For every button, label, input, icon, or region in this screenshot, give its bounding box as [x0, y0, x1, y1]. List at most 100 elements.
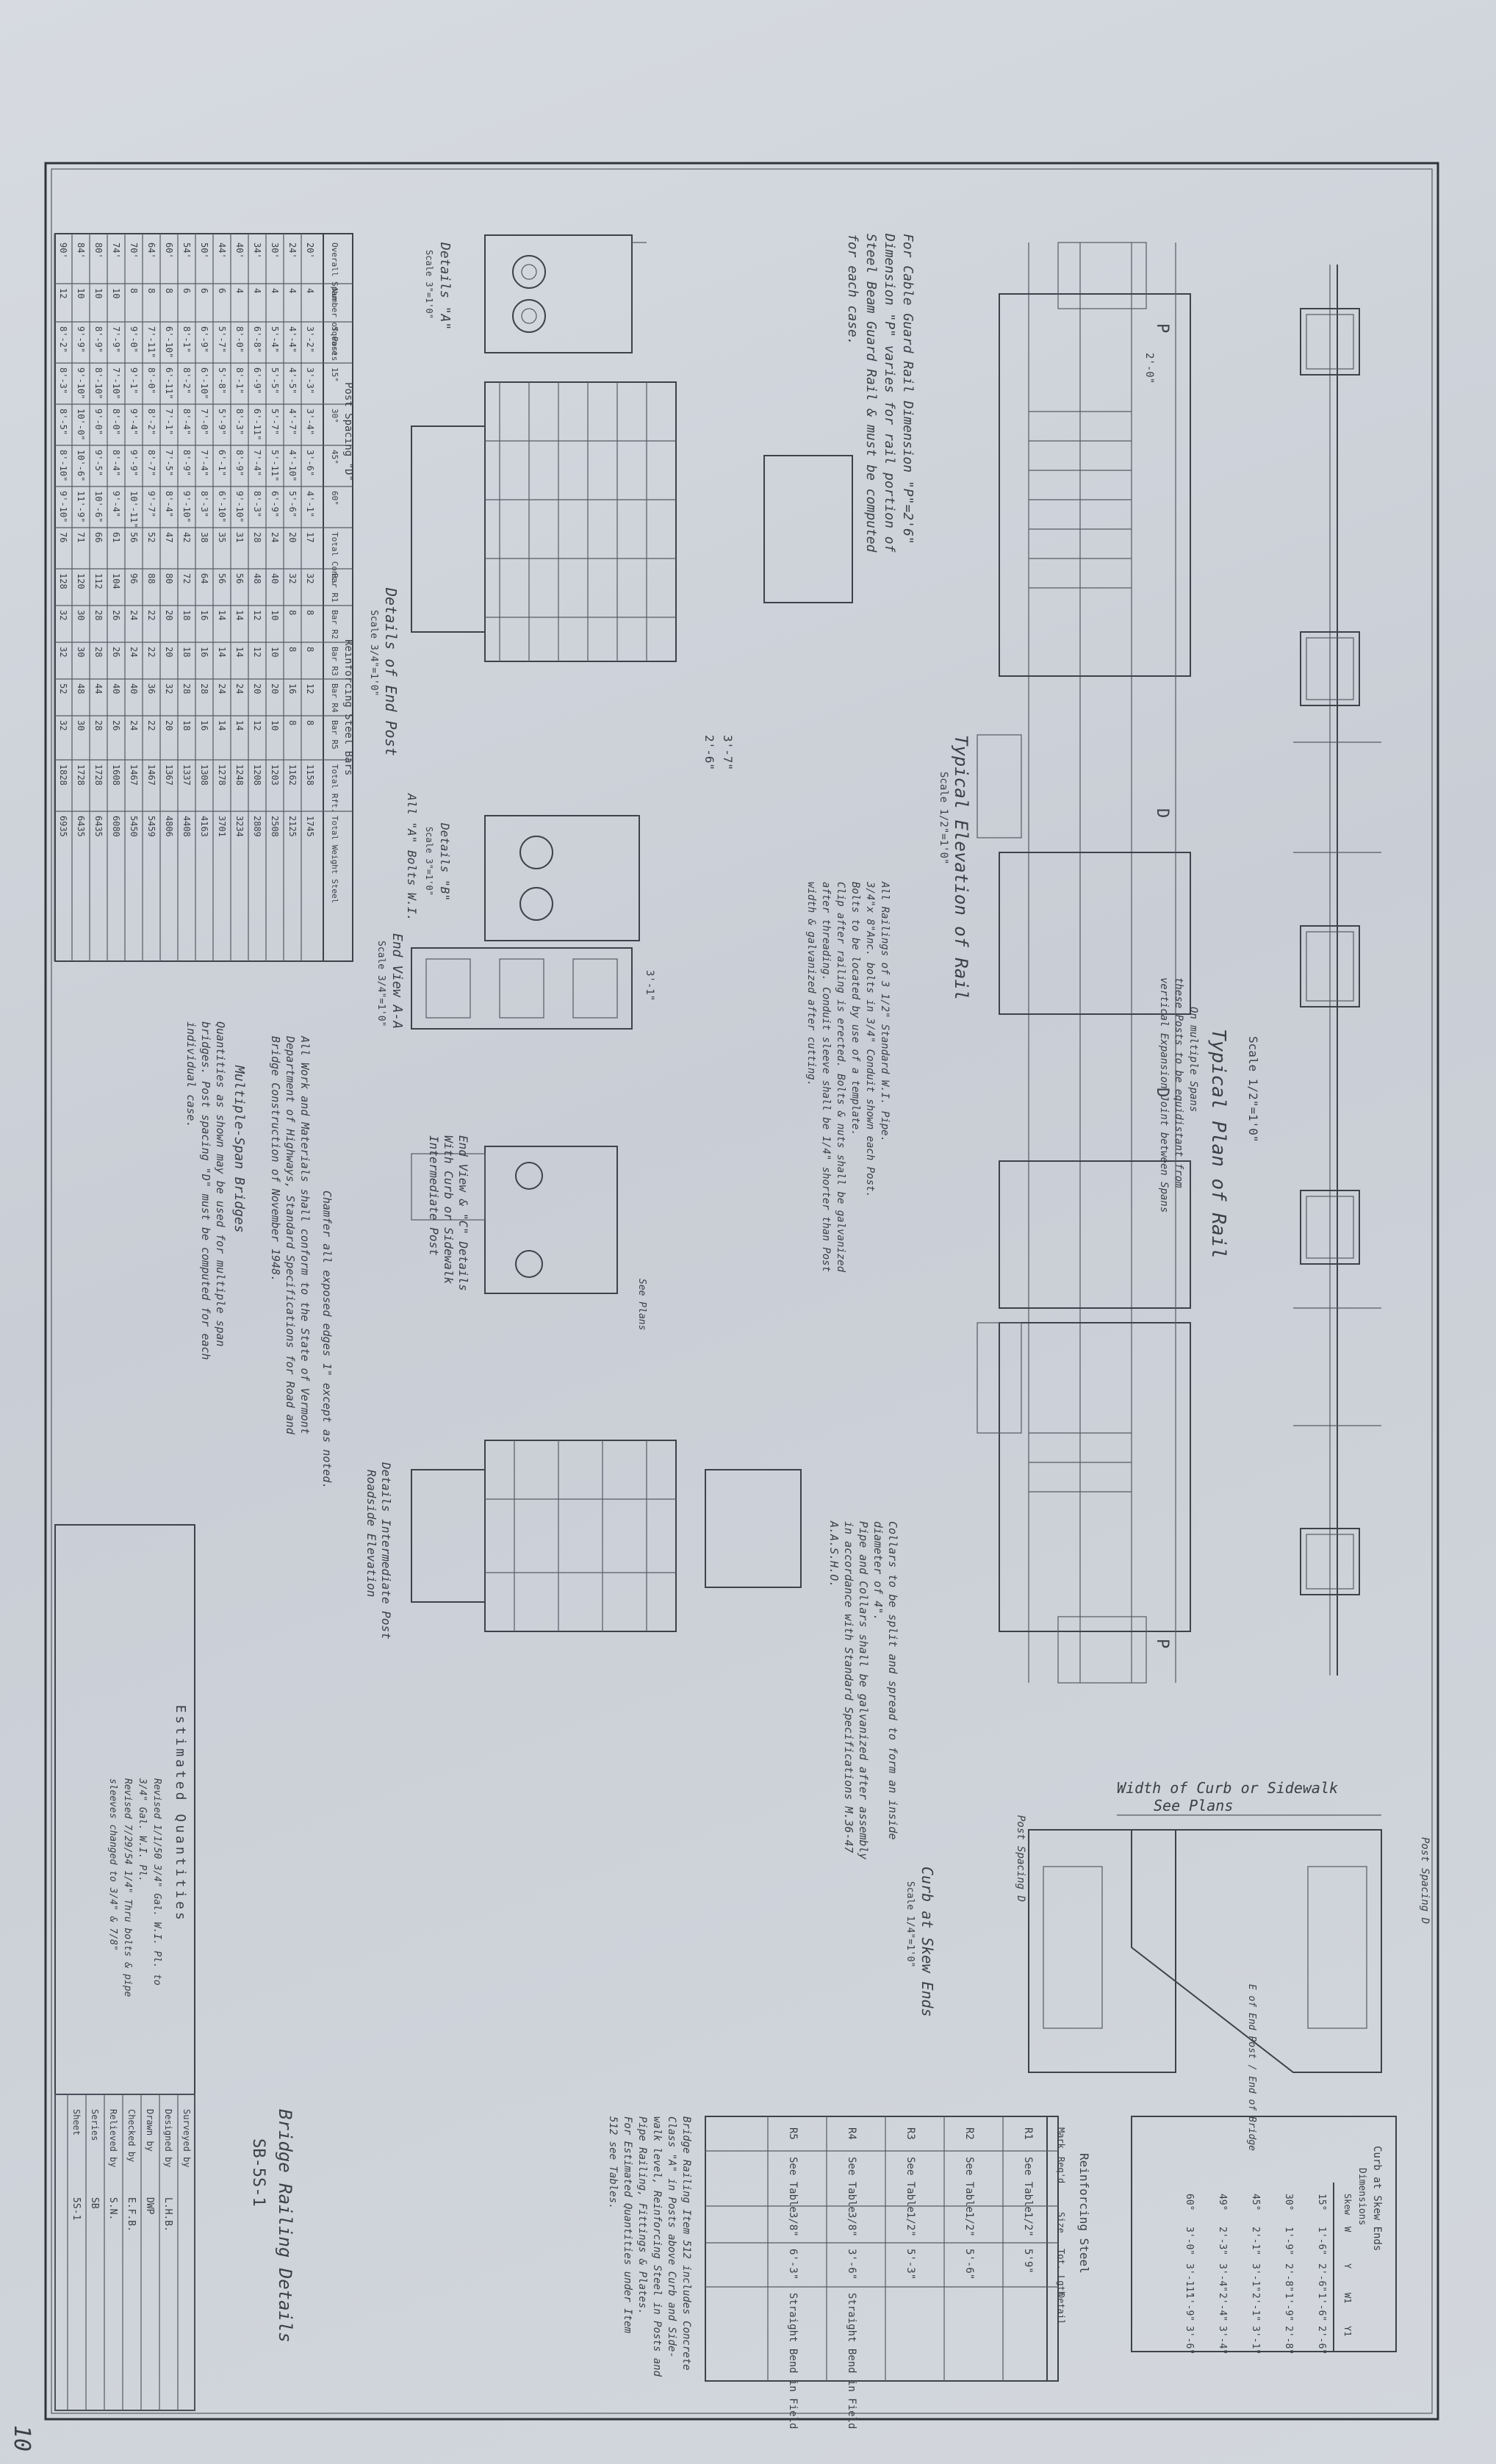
roadside-subtitle: Roadside Elevation	[364, 1470, 378, 1597]
post-table-cell: 1745	[305, 816, 315, 837]
skew-cell: 3'-6"	[1184, 2326, 1195, 2355]
post-table-cell: 1337	[181, 764, 192, 786]
post-table-cell: 8'-4"	[164, 491, 174, 517]
post-table-cell: 30	[76, 720, 86, 730]
curb-skew-detail: Width of Curb or Sidewalk See Plans Curb…	[905, 1779, 1431, 2151]
post-table-cell: 20	[252, 683, 262, 694]
end-view-c-sub2: Intermediate Post	[427, 1135, 441, 1256]
post-table-header: Bar R2	[330, 610, 339, 639]
post-table-cell: 28	[252, 532, 262, 542]
collar-note-4: in accordance with Standard Specificatio…	[842, 1521, 855, 1853]
end-post-dim-26: 2'-6"	[702, 735, 716, 770]
skew-cell: 2'-8"	[1283, 2326, 1294, 2355]
post-table-cell: 10	[93, 288, 104, 298]
post-table-cell: 35	[217, 532, 227, 542]
reinforcing-cell: See Table	[963, 2157, 975, 2213]
collar-note-2: diameter of 4".	[871, 1521, 885, 1620]
post-table-cell: 24	[270, 532, 280, 542]
post-table-cell: 4408	[181, 816, 192, 837]
skew-cell: 45°	[1250, 2194, 1261, 2210]
post-table-cell: 14	[234, 610, 245, 620]
post-table-cell: 9'-10"	[76, 367, 86, 399]
post-table-cell: 12	[252, 720, 262, 730]
post-table-cell: 104	[111, 573, 121, 589]
post-table-cell: 47	[164, 532, 174, 542]
expansion-note-3: vertical Expansion Joint between Spans	[1158, 977, 1170, 1213]
post-table-cell: 5'-6"	[287, 491, 298, 517]
post-table-cell: 1467	[146, 764, 157, 786]
end-post-detail: Details of End Post Scale 3/4"=1'0" 2'-6…	[368, 381, 853, 921]
dim-d-2: D	[1153, 1088, 1171, 1097]
reinforcing-cell: 1/2"	[1022, 2212, 1034, 2237]
post-table-cell: 112	[93, 573, 104, 589]
post-table-cell: 30	[76, 647, 86, 657]
skew-cell: 2'-6"	[1316, 2263, 1327, 2292]
post-table-cell: 4'-4"	[287, 326, 298, 353]
post-table-cell: 1608	[111, 764, 121, 786]
post-table-group-post: Post Spacing "D"	[342, 382, 354, 481]
chamfer-note: Chamfer all exposed edges 1" except as n…	[320, 1190, 334, 1489]
post-table-cell: 24	[129, 610, 139, 620]
post-table-cell: 26	[111, 647, 121, 657]
post-table-cell: 74'	[111, 243, 121, 259]
reinforcing-cell: 1/2"	[963, 2212, 975, 2237]
post-table-cell: 8	[287, 720, 298, 725]
reinforcing-cell: R5	[787, 2127, 799, 2140]
title-block-value: S.N.	[107, 2197, 118, 2220]
vermont-note-3: Bridge Construction of November 1948.	[269, 1036, 282, 1282]
reinforcing-cell: R2	[963, 2127, 975, 2140]
plan-scale: Scale 1/2"=1'0"	[1246, 1036, 1260, 1143]
post-table-cell: 24	[129, 720, 139, 730]
post-table-cell: 31	[234, 532, 245, 542]
post-table-cell: 5'-7"	[217, 326, 227, 353]
multi-span-3: individual case.	[184, 1021, 198, 1128]
post-table-cell: 56	[234, 573, 245, 583]
post-table-cell: 4	[234, 288, 245, 293]
post-table-cell: 12	[252, 610, 262, 620]
post-table-cell: 40	[270, 573, 280, 583]
post-table-cell: 120	[76, 573, 86, 589]
post-table-cell: 34'	[252, 243, 262, 259]
post-table-cell: 9'-10"	[234, 491, 245, 522]
title-block-label: Checked by	[126, 2109, 137, 2162]
typical-elevation-view: P D D P 2'-0" Typical Elevation of Rail …	[938, 242, 1191, 1684]
post-table-cell: 20	[164, 720, 174, 730]
skew-cell: 30°	[1283, 2194, 1294, 2210]
skew-cell: 2'-8"	[1283, 2263, 1294, 2292]
skew-cell: 1'-9"	[1283, 2293, 1294, 2321]
post-table-cell: 28	[93, 647, 104, 657]
post-table-cell: 2889	[252, 816, 262, 837]
post-table-cell: 8'-9"	[234, 450, 245, 476]
post-table-cell: 8	[305, 720, 315, 725]
item512-4: Pipe Railing, Fittings & Plates.	[636, 2116, 648, 2315]
post-table-cell: 28	[181, 683, 192, 694]
cable-guard-note: For Cable Guard Rail Dimension "P"=2'6" …	[845, 233, 916, 553]
post-table-header: Total Rft.	[330, 764, 339, 813]
post-table-cell: 16	[199, 610, 209, 620]
collars-note: Collars to be split and spread to form a…	[827, 1520, 899, 1860]
post-table-cell: 4'-1"	[305, 491, 315, 517]
general-notes: Chamfer all exposed edges 1" except as n…	[184, 1021, 334, 1489]
post-table-cell: 9'-5"	[93, 450, 104, 476]
post-table-cell: 48	[252, 573, 262, 583]
post-table-cell: 4	[287, 288, 298, 293]
reinforcing-cell: 5'9"	[1022, 2249, 1034, 2274]
post-table-cell: 38	[199, 532, 209, 542]
skew-cell: 1'-9"	[1283, 2227, 1294, 2255]
post-table-cell: 1162	[287, 764, 298, 786]
post-table-header: Square	[330, 326, 339, 356]
revision-4: sleeves changed to 3/4" & 7/8"	[107, 1778, 118, 1951]
post-table-cell: 88	[146, 573, 157, 583]
post-table-cell: 6935	[58, 816, 68, 837]
post-table-cell: 18	[181, 610, 192, 620]
post-table-cell: 71	[76, 532, 86, 542]
post-table-cell: 80'	[93, 243, 104, 259]
post-table-header: Total Weight Steel	[330, 816, 339, 903]
post-table-cell: 8	[129, 288, 139, 293]
post-table-cell: 8'-1"	[234, 367, 245, 394]
multi-span-2: bridges. Post spacing "D" must be comput…	[199, 1021, 212, 1360]
post-table-cell: 6	[181, 288, 192, 293]
post-table-cell: 6'-11"	[252, 409, 262, 440]
post-table-cell: 9'-10"	[58, 491, 68, 522]
post-table-cell: 9'-7"	[146, 491, 157, 517]
